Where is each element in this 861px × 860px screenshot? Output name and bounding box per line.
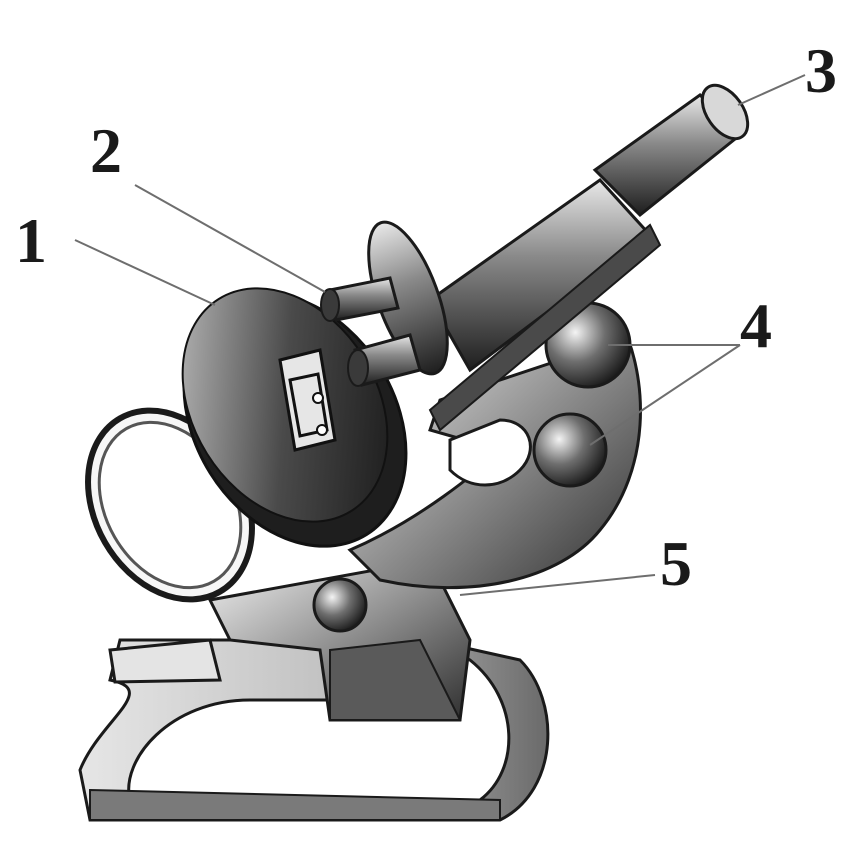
leader-line-3 bbox=[737, 74, 806, 106]
callout-label-4: 4 bbox=[740, 290, 772, 361]
pillar bbox=[207, 558, 472, 722]
tilt-knob bbox=[312, 577, 368, 633]
callout-label-2: 2 bbox=[90, 115, 122, 186]
leader-line-1 bbox=[74, 239, 216, 306]
callout-label-5: 5 bbox=[660, 528, 692, 599]
base bbox=[78, 638, 550, 822]
objective-lenses bbox=[320, 220, 449, 387]
leader-line-4b bbox=[589, 344, 741, 446]
leader-line-2 bbox=[134, 184, 326, 293]
callout-label-3: 3 bbox=[805, 35, 837, 106]
leader-line-5 bbox=[459, 574, 656, 596]
fine-focus-knob bbox=[532, 412, 608, 488]
tube bbox=[428, 83, 750, 432]
leader-lines bbox=[74, 74, 806, 596]
callout-labels: 1 2 3 4 5 bbox=[15, 35, 837, 599]
arm bbox=[347, 317, 642, 590]
callout-label-1: 1 bbox=[15, 205, 47, 276]
